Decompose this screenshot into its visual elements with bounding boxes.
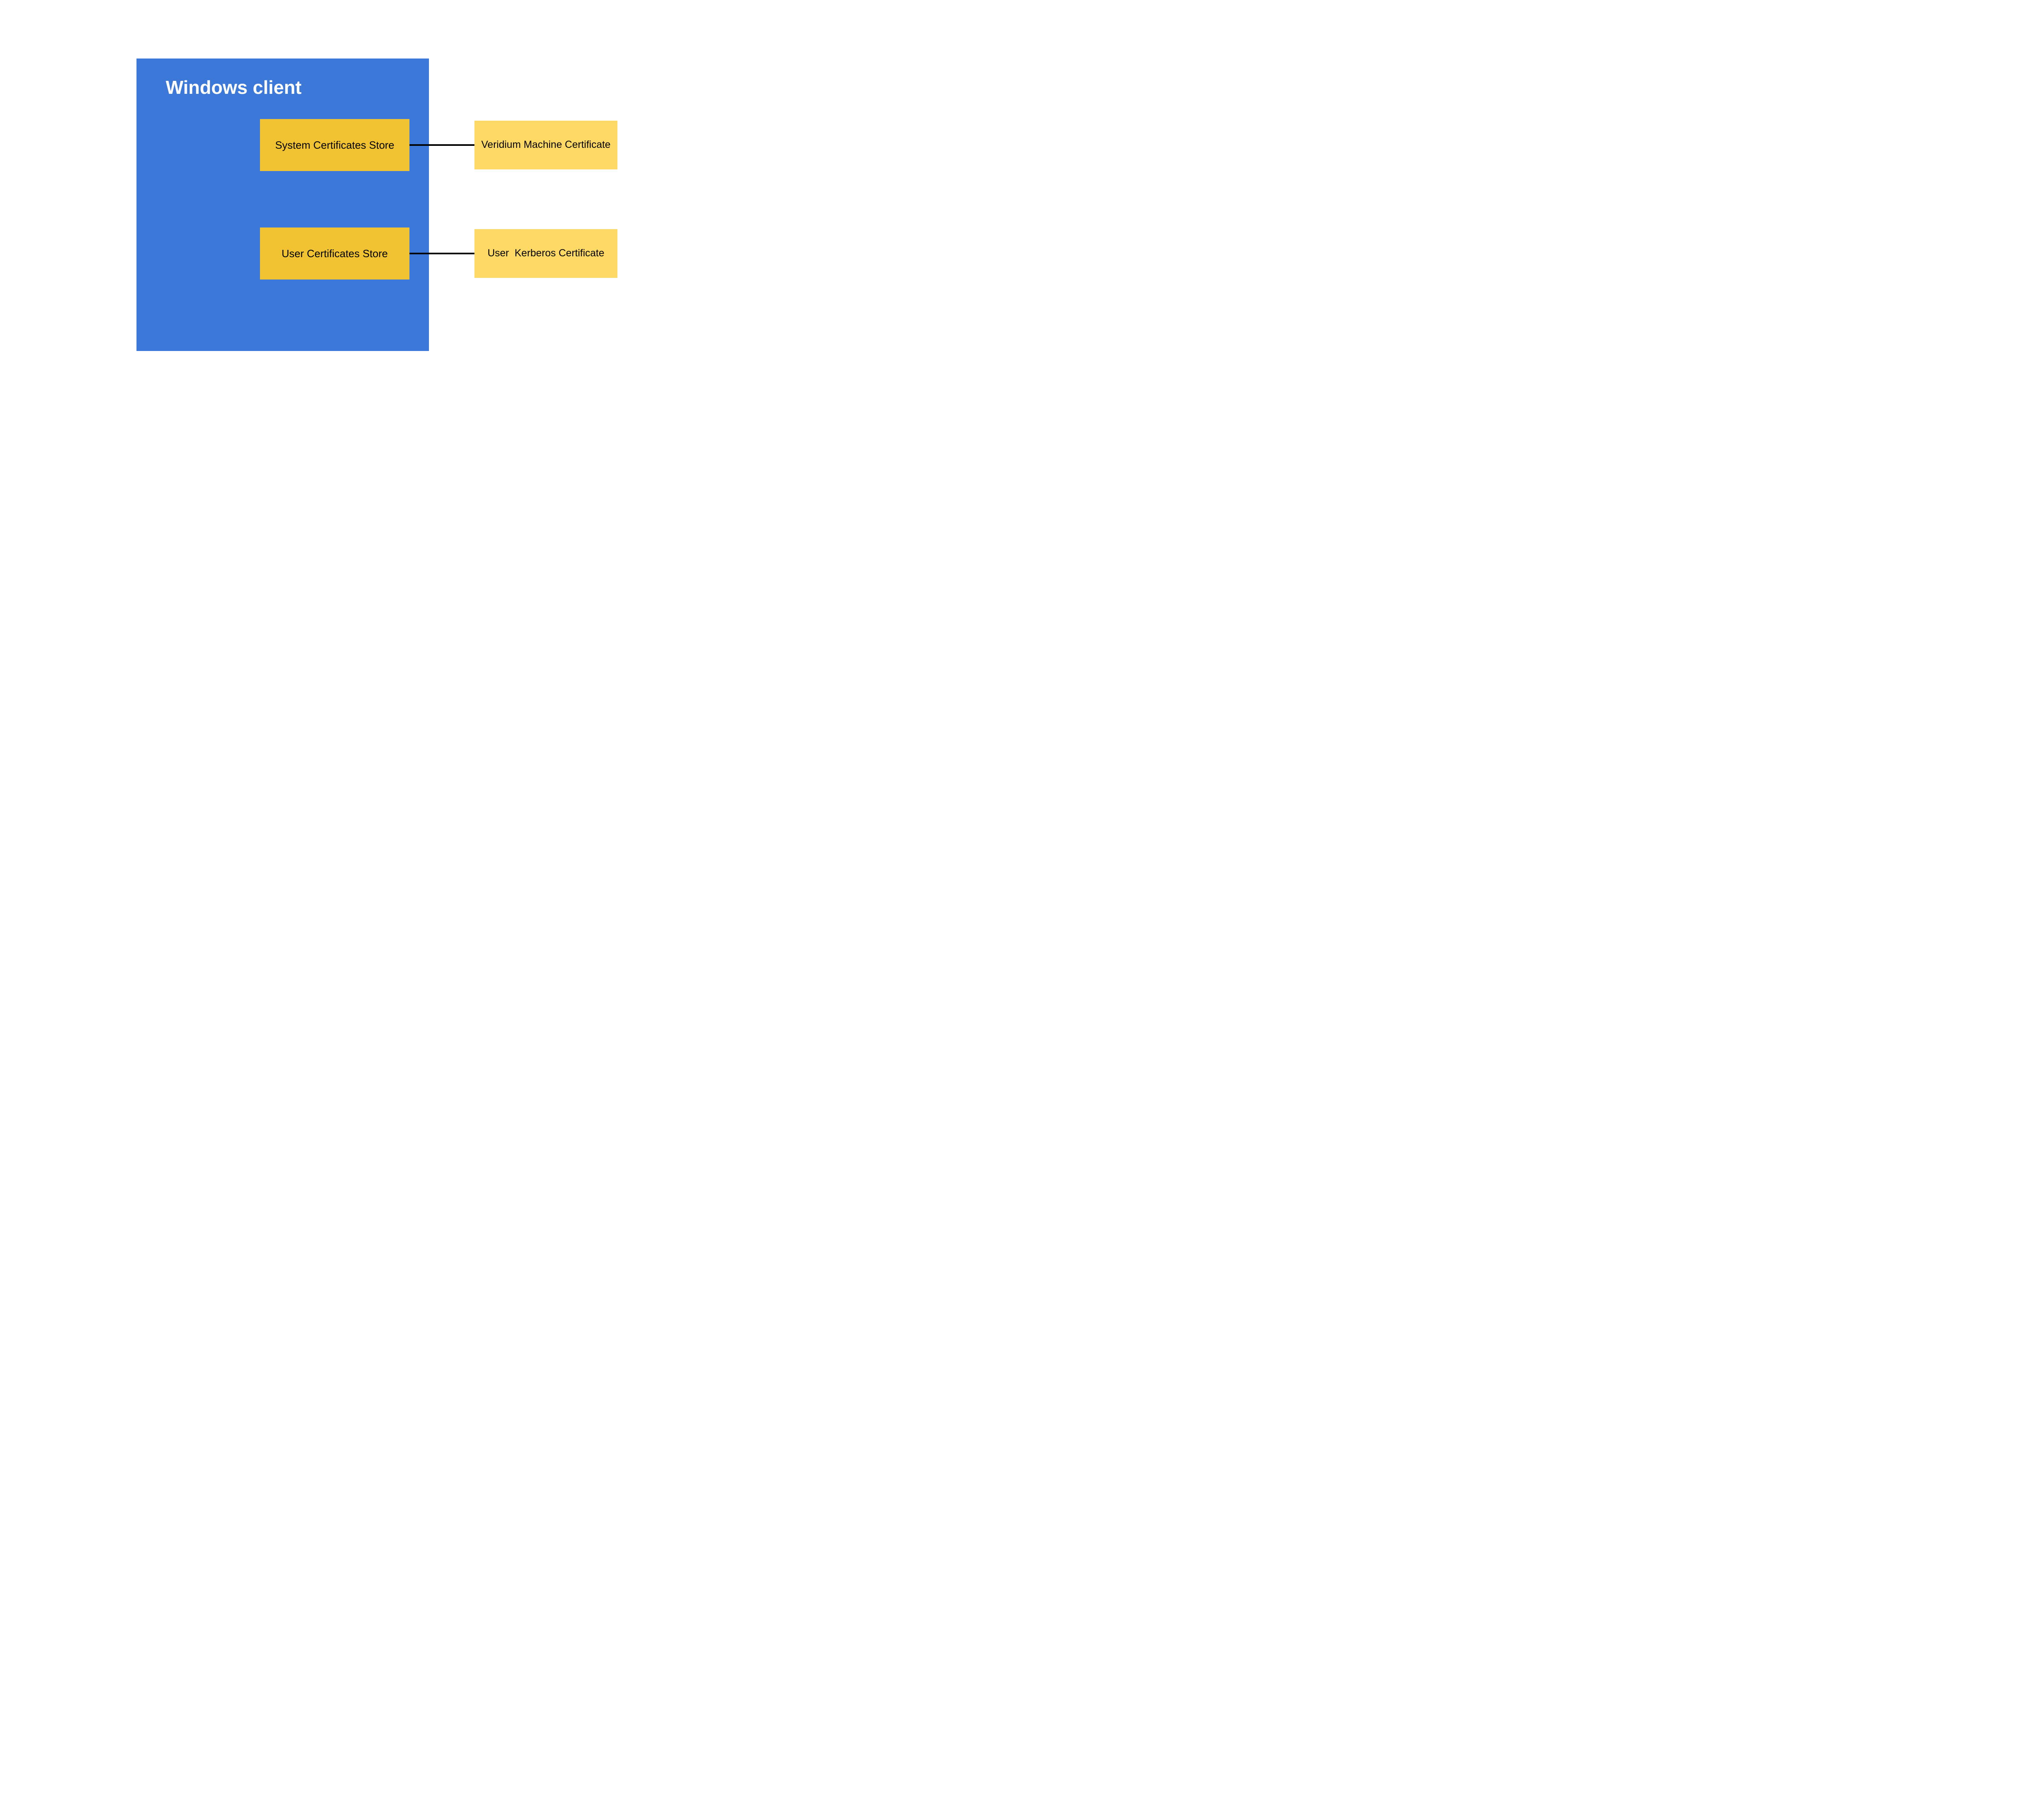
user-kerberos-certificate-node: User Kerberos Certificate <box>474 229 617 278</box>
user-certificates-store-label: User Certificates Store <box>281 247 388 260</box>
diagram-canvas: Windows client System Certificates Store… <box>0 0 630 364</box>
veridium-machine-certificate-label: Veridium Machine Certificate <box>481 139 611 151</box>
connector-system-store-to-machine-certificate <box>409 144 474 146</box>
veridium-machine-certificate-node: Veridium Machine Certificate <box>474 121 617 169</box>
connector-user-store-to-kerberos-certificate <box>409 253 474 254</box>
system-certificates-store-node: System Certificates Store <box>260 119 409 171</box>
windows-client-container: Windows client System Certificates Store… <box>136 58 429 351</box>
system-certificates-store-label: System Certificates Store <box>275 139 394 151</box>
user-kerberos-certificate-label: User Kerberos Certificate <box>487 247 604 259</box>
user-certificates-store-node: User Certificates Store <box>260 228 409 280</box>
windows-client-title: Windows client <box>166 77 302 98</box>
